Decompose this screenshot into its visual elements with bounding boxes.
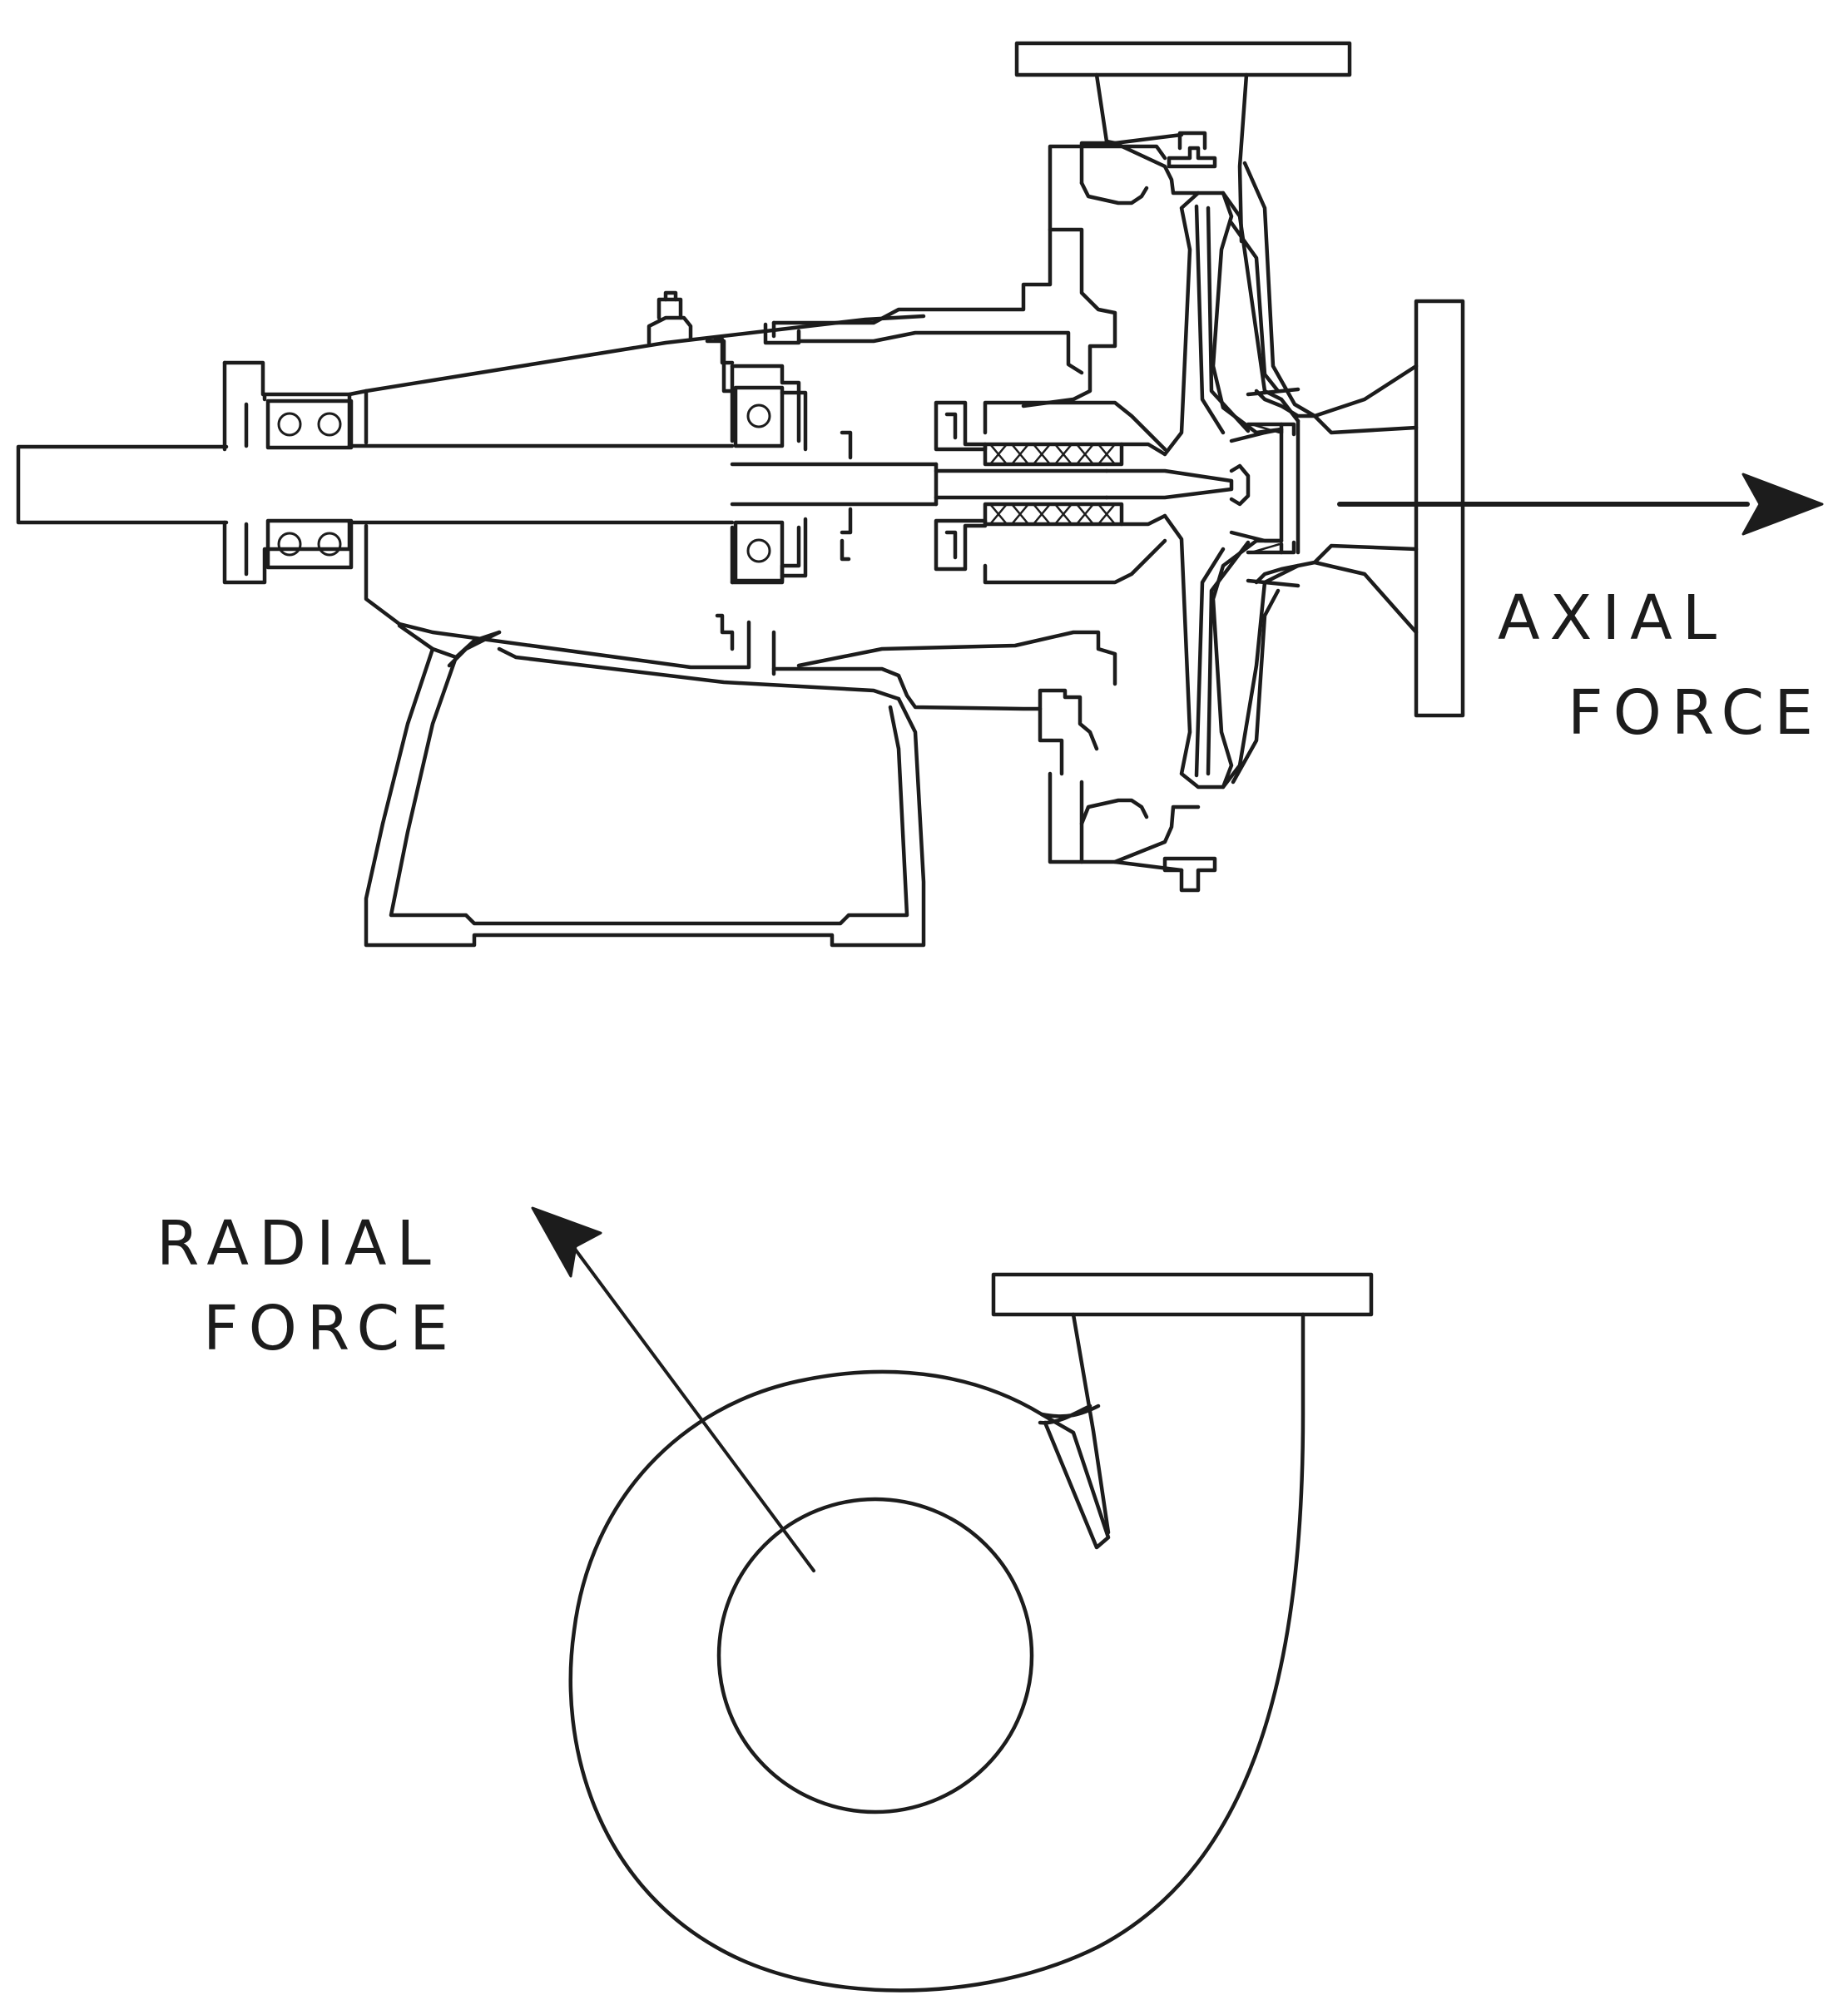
impeller-eye-circle — [716, 1497, 1034, 1814]
packing-rings-top — [983, 442, 1124, 467]
inboard-bearing — [713, 320, 853, 676]
volute-end-view — [531, 1206, 1374, 1993]
outboard-bearing-housing — [222, 360, 354, 585]
volute-casing — [1048, 131, 1317, 893]
bearing-frame — [347, 290, 926, 670]
volute-spiral — [568, 1312, 1305, 1993]
support-foot — [364, 623, 926, 948]
drive-shaft — [16, 444, 229, 525]
main-shaft — [347, 443, 1234, 525]
suction-nozzle — [1246, 299, 1465, 718]
impeller — [1162, 191, 1296, 790]
axial-force-label-line2: FORCE — [1568, 677, 1823, 749]
axial-force-label-line1: AXIAL — [1498, 582, 1727, 654]
axial-force-arrow — [1337, 473, 1824, 536]
packing-rings-bottom — [983, 502, 1124, 527]
casing-adapter — [771, 227, 1117, 776]
pump-cross-section — [16, 41, 1824, 948]
discharge-flange — [991, 1272, 1374, 1317]
discharge-nozzle — [1014, 41, 1352, 244]
stuffing-box-gland — [934, 400, 1167, 585]
radial-force-arrow — [531, 1206, 815, 1572]
radial-force-label-line2: FORCE — [203, 1293, 458, 1364]
radial-force-label-line1: RADIAL — [156, 1208, 441, 1280]
